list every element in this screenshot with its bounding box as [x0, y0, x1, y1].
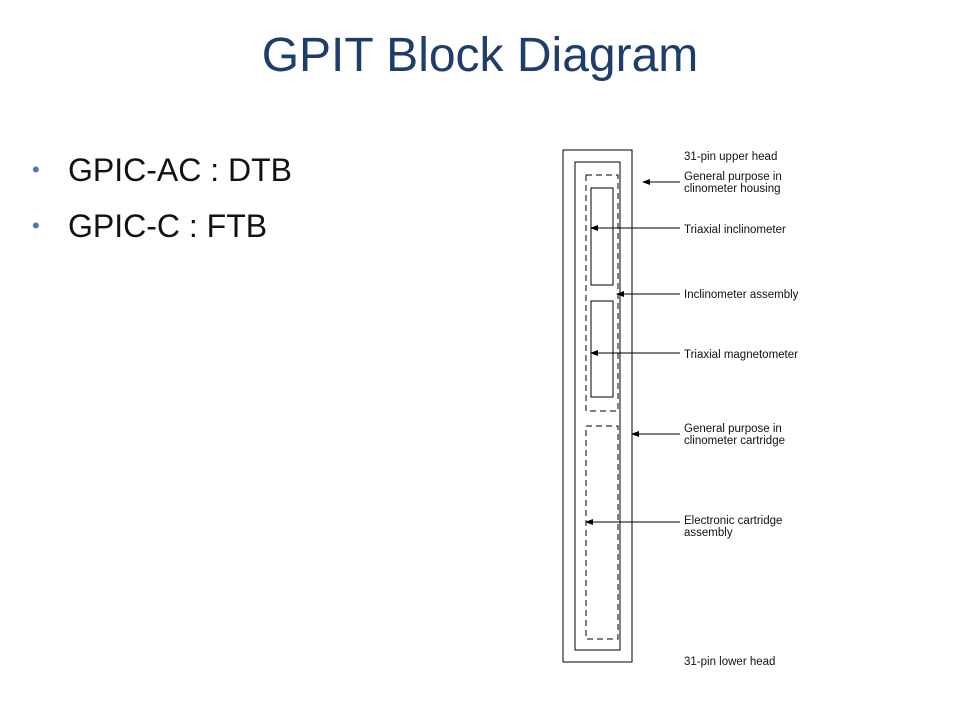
- bullet-item: • GPIC-C : FTB: [30, 198, 292, 254]
- bullet-text: GPIC-AC : DTB: [68, 152, 293, 188]
- triaxial-inclinometer-block: [590, 187, 614, 286]
- inner-housing-frame: [574, 161, 621, 651]
- bullet-dot-icon: •: [32, 213, 40, 238]
- electronic-cartridge-outline: [585, 425, 619, 640]
- label-electronic-line1: Electronic cartridge: [684, 515, 782, 527]
- label-cartridge-line2: clinometer cartridge: [684, 435, 785, 447]
- slide-title: GPIT Block Diagram: [261, 29, 699, 82]
- label-cartridge-line1: General purpose in: [684, 423, 782, 435]
- label-lower-head: 31-pin lower head: [684, 656, 775, 668]
- bullet-text: GPIC-C : FTB: [68, 208, 268, 244]
- label-housing-line1: General purpose in: [684, 171, 782, 183]
- label-triaxial-magnetometer: Triaxial magnetometer: [684, 349, 798, 361]
- label-upper-head: 31-pin upper head: [684, 151, 777, 163]
- label-inclinometer-assembly: Inclinometer assembly: [684, 289, 799, 301]
- triaxial-magnetometer-block: [590, 300, 614, 398]
- label-triaxial-inclinometer: Triaxial inclinometer: [684, 224, 786, 236]
- bullet-list: • GPIC-AC : DTB • GPIC-C : FTB: [30, 142, 292, 254]
- label-electronic-line2: assembly: [684, 527, 733, 539]
- bullet-dot-icon: •: [32, 157, 40, 182]
- bullet-item: • GPIC-AC : DTB: [30, 142, 292, 198]
- outer-housing-frame: [562, 149, 633, 663]
- label-housing-line2: clinometer housing: [684, 183, 781, 195]
